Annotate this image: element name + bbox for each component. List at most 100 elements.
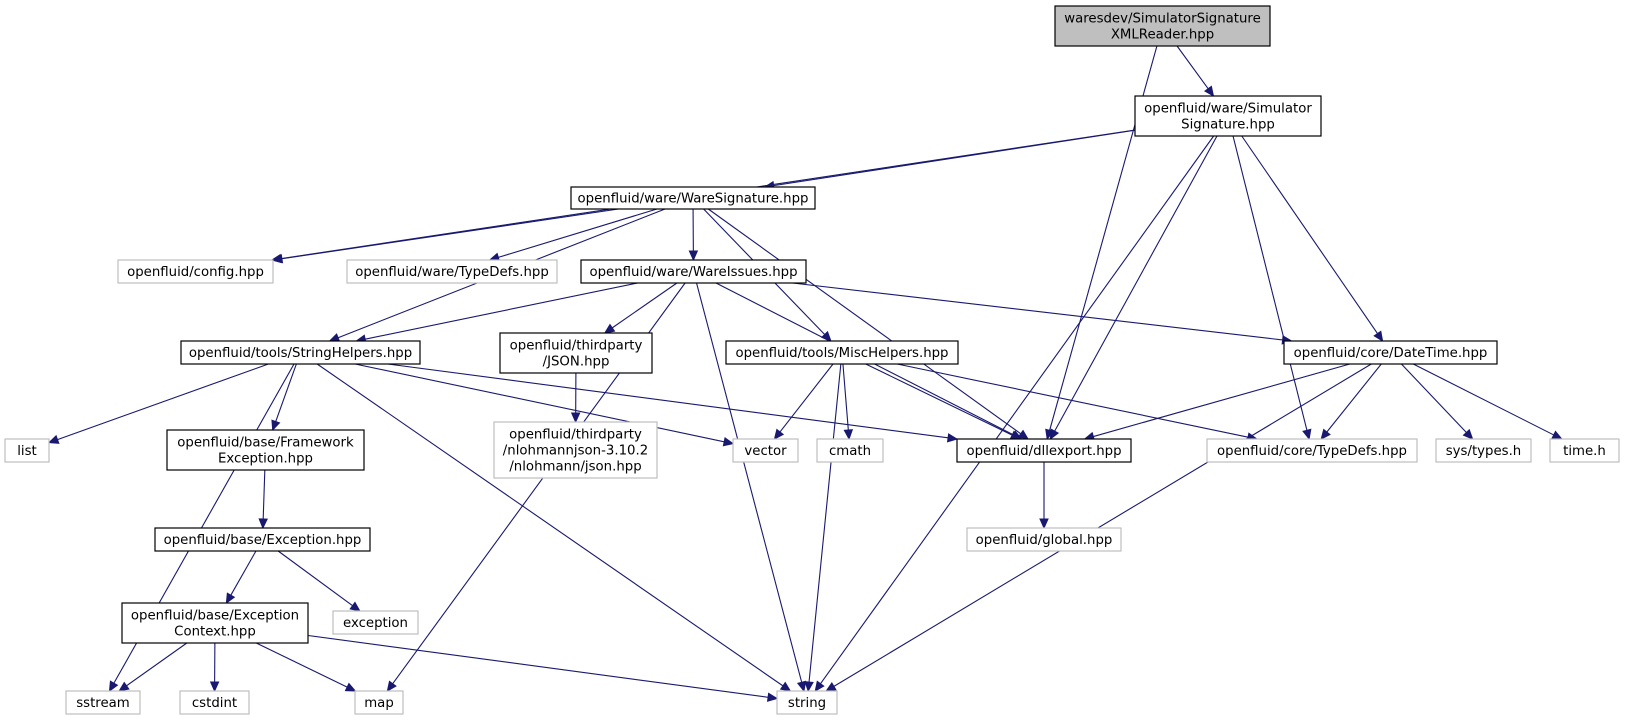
edge-mischelpers-to-string <box>804 363 842 693</box>
node-box <box>332 610 419 635</box>
node-waresig[interactable]: openfluid/ware/WareSignature.hpp <box>570 186 816 210</box>
node-box <box>1549 438 1620 463</box>
node-cmath: cmath <box>816 438 884 463</box>
node-list: list <box>4 438 50 463</box>
node-label-line: openfluid/thirdparty <box>510 339 643 354</box>
edge-line <box>1054 135 1218 432</box>
node-box <box>180 340 421 365</box>
node-label-line: openfluid/base/Framework <box>177 436 354 451</box>
edge-arrowhead <box>946 433 959 443</box>
node-box <box>354 690 404 715</box>
edge-line <box>808 363 842 683</box>
node-systypes: sys/types.h <box>1435 438 1532 463</box>
node-box <box>65 690 141 715</box>
node-simsig[interactable]: openfluid/ware/SimulatorSignature.hpp <box>1134 95 1322 137</box>
node-box <box>570 186 816 210</box>
edge-exception_hpp-to-exception_std <box>277 550 361 612</box>
edge-wareissues-to-json <box>603 282 678 334</box>
node-box <box>956 438 1132 463</box>
node-label-line: vector <box>744 444 787 459</box>
edge-stringhelpers-to-fwexception <box>271 363 297 432</box>
edge-exccontext-to-string <box>307 634 779 702</box>
edge-arrowhead <box>814 680 825 693</box>
node-label-line: openfluid/core/DateTime.hpp <box>1294 346 1488 361</box>
edge-waresig-to-config <box>271 208 619 264</box>
node-coretypedefs: openfluid/core/TypeDefs.hpp <box>1206 438 1418 463</box>
edge-datetime-to-coretypedefs <box>1320 363 1382 440</box>
node-label-line: openfluid/thirdparty <box>509 428 642 443</box>
node-box <box>580 259 807 284</box>
edge-arrowhead <box>271 419 281 432</box>
edge-simsig-to-coretypedefs <box>1232 135 1312 441</box>
edge-arrowhead <box>1320 428 1331 440</box>
node-label-line: openfluid/global.hpp <box>976 533 1113 548</box>
edge-line <box>695 282 803 683</box>
edge-root-to-simsig <box>1176 45 1215 97</box>
node-waretypedefs: openfluid/ware/TypeDefs.hpp <box>346 259 558 284</box>
edge-arrowhead <box>722 437 735 447</box>
node-box <box>499 332 653 374</box>
node-stringhelpers[interactable]: openfluid/tools/StringHelpers.hpp <box>180 340 421 365</box>
edge-line <box>498 208 658 258</box>
node-box <box>4 438 50 463</box>
edge-line <box>1401 363 1467 433</box>
node-label-line: Context.hpp <box>174 625 256 640</box>
node-label-line: time.h <box>1563 444 1606 459</box>
edge-arrowhead <box>825 682 837 692</box>
node-label-line: Exception.hpp <box>218 452 313 467</box>
node-label-line: openfluid/tools/StringHelpers.hpp <box>189 346 412 361</box>
node-exception_hpp[interactable]: openfluid/base/Exception.hpp <box>154 527 371 552</box>
edge-line <box>792 282 1283 341</box>
edge-line <box>707 208 1022 435</box>
edge-line <box>387 363 949 439</box>
node-map: map <box>354 690 404 715</box>
node-mischelpers[interactable]: openfluid/tools/MiscHelpers.hpp <box>725 340 959 365</box>
node-dllexport[interactable]: openfluid/dllexport.hpp <box>956 438 1132 463</box>
edge-exception_hpp-to-exccontext <box>225 550 257 605</box>
edge-exccontext-to-sstream <box>118 642 188 692</box>
edge-arrowhead <box>271 253 284 264</box>
edge-exccontext-to-cstdint <box>209 642 220 693</box>
node-cstdint: cstdint <box>179 690 250 715</box>
edge-arrowhead <box>773 428 785 440</box>
node-label-line: list <box>17 444 37 459</box>
edge-line <box>779 363 834 433</box>
node-wareissues[interactable]: openfluid/ware/WareIssues.hpp <box>580 259 807 284</box>
node-label-line: openfluid/base/Exception.hpp <box>164 533 362 548</box>
edge-line <box>773 129 1136 187</box>
edge-arrowhead <box>1049 428 1060 441</box>
node-box <box>732 438 799 463</box>
node-box <box>1134 95 1322 137</box>
edge-waresig-to-waretypedefs <box>488 208 658 262</box>
edge-line <box>57 363 269 441</box>
edge-arrowhead <box>209 681 220 693</box>
edge-wareissues-to-datetime <box>792 282 1293 345</box>
edge-line <box>256 642 348 688</box>
edge-mischelpers-to-dllexport <box>865 363 1022 440</box>
edge-line <box>307 634 769 698</box>
node-globalhpp: openfluid/global.hpp <box>966 527 1122 552</box>
nodes-layer: waresdev/SimulatorSignatureXMLReader.hpp… <box>4 5 1620 715</box>
node-nlohmann: openfluid/thirdparty/nlohmannjson-3.10.2… <box>493 421 658 479</box>
edge-arrowhead <box>804 681 814 693</box>
node-datetime[interactable]: openfluid/core/DateTime.hpp <box>1283 340 1498 365</box>
node-label-line: map <box>364 696 394 711</box>
node-box <box>154 527 371 552</box>
node-vector: vector <box>732 438 799 463</box>
edge-datetime-to-dllexport <box>1083 363 1350 442</box>
node-json[interactable]: openfluid/thirdparty/JSON.hpp <box>499 332 653 374</box>
edge-line <box>820 135 1215 685</box>
node-label-line: Signature.hpp <box>1181 118 1275 133</box>
edge-arrowhead <box>1017 429 1030 440</box>
edge-line <box>354 363 725 443</box>
node-box <box>966 527 1122 552</box>
edge-line <box>1232 135 1308 431</box>
node-label-line: /nlohmannjson-3.10.2 <box>503 444 648 459</box>
node-box <box>725 340 959 365</box>
edge-line <box>230 550 257 596</box>
edge-arrowhead <box>118 681 130 692</box>
node-timeh: time.h <box>1549 438 1620 463</box>
